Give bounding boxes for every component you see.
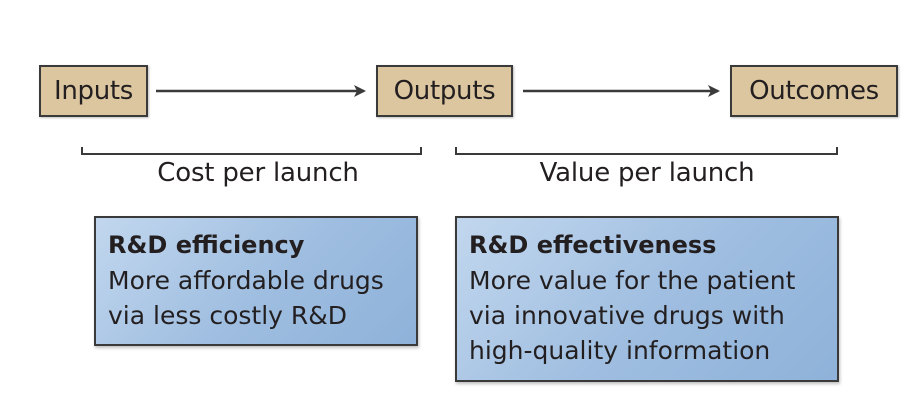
- node-outcomes-label: Outcomes: [749, 76, 879, 106]
- panel-efficiency-line: via less costly R&D: [108, 301, 348, 330]
- metric-cost-per-launch: Cost per launch: [157, 158, 359, 188]
- panel-effectiveness-title: R&D effectiveness: [469, 231, 717, 259]
- bracket-cost: [81, 147, 422, 155]
- panel-rd-effectiveness: R&D effectiveness More value for the pat…: [455, 216, 839, 382]
- node-inputs: Inputs: [39, 65, 148, 117]
- panel-effectiveness-line: via innovative drugs with: [469, 301, 785, 330]
- metric-value-per-launch: Value per launch: [539, 158, 755, 188]
- bracket-value: [455, 147, 838, 155]
- panel-efficiency-title: R&D efficiency: [108, 231, 305, 259]
- panel-rd-efficiency: R&D efficiency More affordable drugs via…: [94, 216, 418, 346]
- node-inputs-label: Inputs: [53, 76, 134, 106]
- node-outputs-label: Outputs: [393, 76, 496, 106]
- panel-effectiveness-line: More value for the patient: [469, 266, 796, 295]
- panel-efficiency-line: More affordable drugs: [108, 266, 384, 295]
- panel-effectiveness-line: high-quality information: [469, 336, 771, 365]
- node-outcomes: Outcomes: [730, 65, 898, 117]
- node-outputs: Outputs: [376, 65, 513, 117]
